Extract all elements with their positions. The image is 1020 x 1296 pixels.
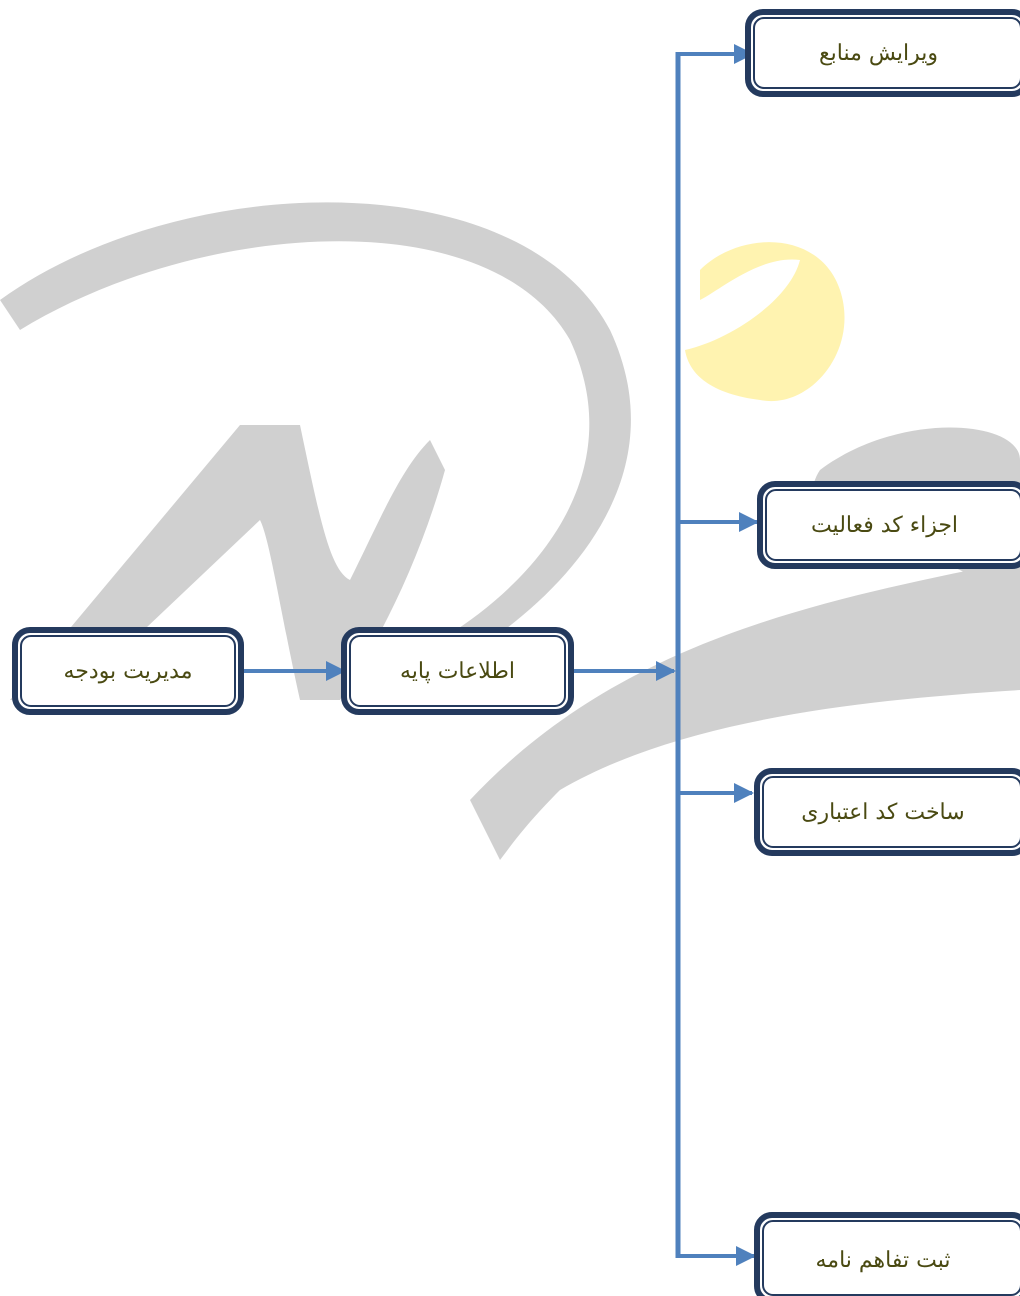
- watermark-yellow-circle: [685, 242, 845, 402]
- node-label: اجزاء کد فعالیت: [810, 512, 959, 538]
- node-label: مدیریت بودجه: [63, 658, 193, 684]
- watermark-lower-swoosh: [470, 560, 1020, 860]
- node-inner-border: [765, 489, 1020, 561]
- node-budget-management[interactable]: مدیریت بودجه: [12, 627, 244, 715]
- node-base-information[interactable]: اطلاعات پایه: [341, 627, 574, 715]
- node-create-credit-code[interactable]: ساخت کد اعتباری: [754, 768, 1020, 856]
- node-label: ساخت کد اعتباری: [801, 799, 965, 825]
- node-activity-code-components[interactable]: اجزاء کد فعالیت: [757, 481, 1020, 569]
- node-edit-resources[interactable]: ویرایش منابع: [745, 9, 1020, 97]
- node-label: ثبت تفاهم نامه: [815, 1247, 951, 1273]
- node-label: ویرایش منابع: [818, 40, 939, 66]
- node-label: اطلاعات پایه: [399, 658, 516, 684]
- node-register-memorandum[interactable]: ثبت تفاهم نامه: [754, 1212, 1020, 1296]
- node-inner-border: [762, 776, 1020, 848]
- node-inner-border: [753, 17, 1020, 89]
- node-inner-border: [762, 1220, 1020, 1296]
- node-inner-border: [20, 635, 236, 707]
- node-inner-border: [349, 635, 566, 707]
